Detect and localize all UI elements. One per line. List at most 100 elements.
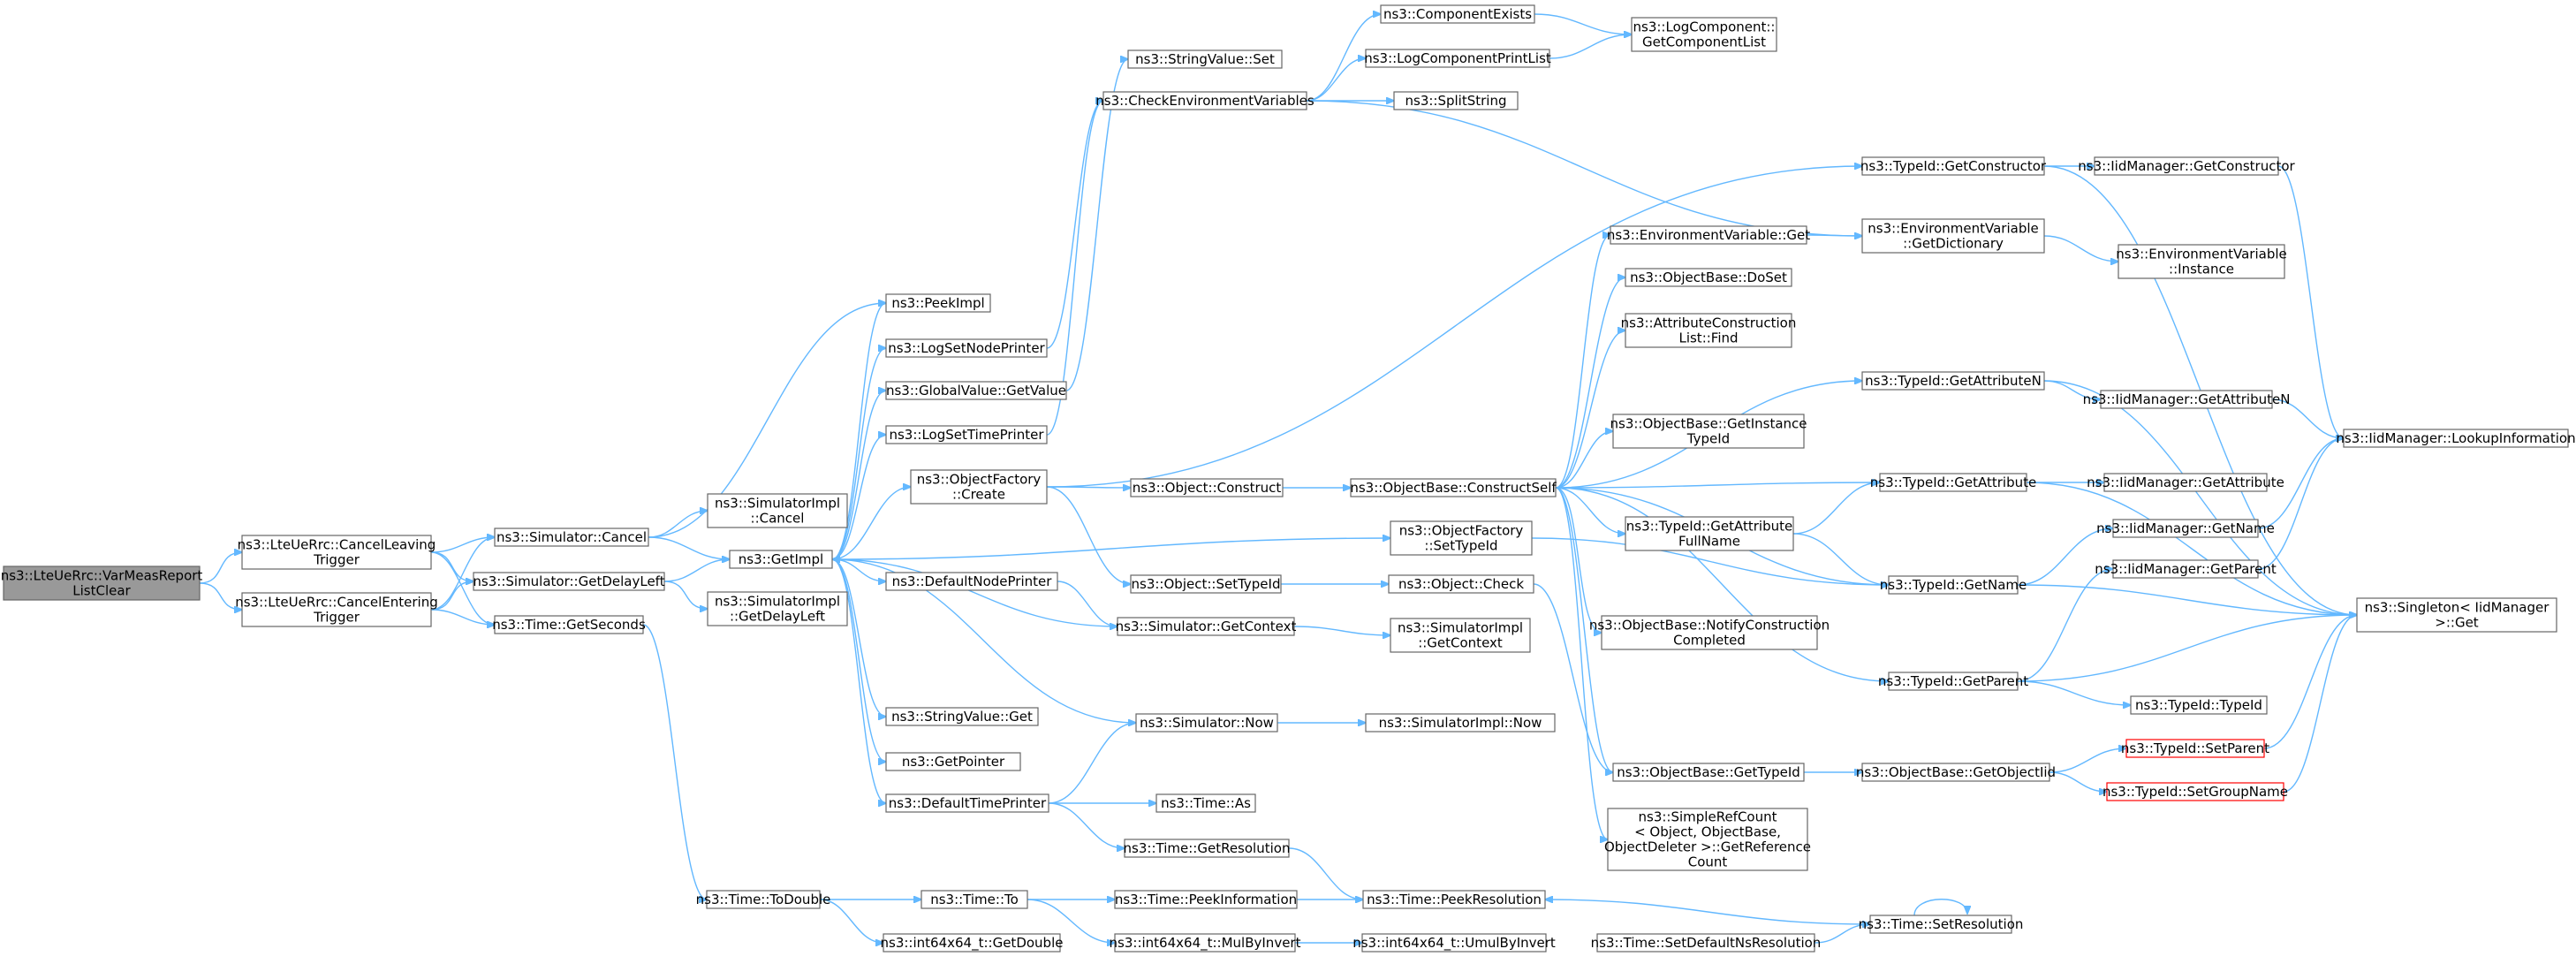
node-label: ns3::Time::GetResolution <box>1124 840 1291 856</box>
node-env-var-instance[interactable]: ns3::EnvironmentVariable::Instance <box>2116 244 2287 279</box>
node-env-var-get-dictionary[interactable]: ns3::EnvironmentVariable::GetDictionary <box>1861 218 2045 254</box>
node-object-base-get-object-iid[interactable]: ns3::ObjectBase::GetObjectIid <box>1856 763 2056 782</box>
node-box <box>2106 782 2284 801</box>
node-iid-get-attribute[interactable]: ns3::IidManager::GetAttribute <box>2087 473 2284 492</box>
node-label: ns3::IidManager::GetAttribute <box>2087 474 2284 490</box>
node-object-construct[interactable]: ns3::Object::Construct <box>1130 478 1284 497</box>
node-type-id-type-id[interactable]: ns3::TypeId::TypeId <box>2130 695 2268 715</box>
node-get-impl[interactable]: ns3::GetImpl <box>729 550 833 569</box>
node-sim-impl-get-context[interactable]: ns3::SimulatorImpl::GetContext <box>1390 618 1531 653</box>
node-iid-lookup-information[interactable]: ns3::IidManager::LookupInformation <box>2336 429 2576 448</box>
edge-time-set-resolution-to-time-set-resolution <box>1913 899 1967 916</box>
edge-sim-cancel-to-peek-impl <box>648 303 886 538</box>
node-box <box>1114 890 1298 909</box>
node-split-string[interactable]: ns3::SplitString <box>1393 91 1519 110</box>
node-time-to-double[interactable]: ns3::Time::ToDouble <box>696 890 831 909</box>
node-log-set-node-printer[interactable]: ns3::LogSetNodePrinter <box>885 338 1048 358</box>
node-time-as[interactable]: ns3::Time::As <box>1155 793 1256 813</box>
node-int64-get-double[interactable]: ns3::int64x64_t::GetDouble <box>881 933 1064 953</box>
edge-object-base-construct-self-to-simple-ref-count <box>1555 487 1608 839</box>
node-sim-impl-get-delay-left[interactable]: ns3::SimulatorImpl::GetDelayLeft <box>707 591 848 626</box>
node-time-set-default-ns-resolution[interactable]: ns3::Time::SetDefaultNsResolution <box>1591 933 1822 953</box>
node-time-get-resolution[interactable]: ns3::Time::GetResolution <box>1124 839 1291 858</box>
node-object-base-get-type-id[interactable]: ns3::ObjectBase::GetTypeId <box>1612 763 1805 782</box>
node-iid-get-parent[interactable]: ns3::IidManager::GetParent <box>2095 559 2277 579</box>
node-box <box>885 293 991 313</box>
node-type-id-get-name[interactable]: ns3::TypeId::GetName <box>1880 575 2027 595</box>
node-type-id-get-parent[interactable]: ns3::TypeId::GetParent <box>1878 672 2028 691</box>
node-object-check[interactable]: ns3::Object::Check <box>1388 574 1534 594</box>
node-label: ns3::int64x64_t::GetDouble <box>881 935 1064 952</box>
node-label: < Object, ObjectBase, <box>1634 824 1781 840</box>
node-default-node-printer[interactable]: ns3::DefaultNodePrinter <box>885 572 1058 591</box>
node-object-factory-create[interactable]: ns3::ObjectFactory::Create <box>910 469 1048 505</box>
node-sim-get-context[interactable]: ns3::Simulator::GetContext <box>1116 617 1297 636</box>
node-label: ns3::Time::PeekInformation <box>1115 892 1297 907</box>
node-string-value-set[interactable]: ns3::StringValue::Set <box>1127 49 1283 69</box>
node-sim-impl-cancel[interactable]: ns3::SimulatorImpl::Cancel <box>707 493 848 528</box>
node-global-value-get-value[interactable]: ns3::GlobalValue::GetValue <box>885 381 1067 400</box>
node-label: ns3::ObjectBase::GetTypeId <box>1617 764 1800 780</box>
node-box <box>885 381 1067 400</box>
node-box <box>2118 244 2285 279</box>
node-get-pointer[interactable]: ns3::GetPointer <box>885 752 1021 771</box>
node-default-time-printer[interactable]: ns3::DefaultTimePrinter <box>885 793 1049 813</box>
node-type-id-get-constructor[interactable]: ns3::TypeId::GetConstructor <box>1860 156 2047 176</box>
node-box <box>885 793 1049 813</box>
node-int64-umul-by-invert[interactable]: ns3::int64x64_t::UmulByInvert <box>1352 933 1556 953</box>
node-time-to[interactable]: ns3::Time::To <box>921 890 1028 909</box>
node-check-env[interactable]: ns3::CheckEnvironmentVariables <box>1095 91 1315 110</box>
node-box <box>1610 225 1807 245</box>
node-sim-now[interactable]: ns3::Simulator::Now <box>1135 713 1278 732</box>
edge-env-var-get-dictionary-to-env-var-instance <box>2043 235 2118 262</box>
node-iid-get-attribute-n[interactable]: ns3::IidManager::GetAttributeN <box>2083 390 2291 409</box>
node-label: ns3::DefaultTimePrinter <box>889 795 1047 811</box>
node-log-component-get-list[interactable]: ns3::LogComponent::GetComponentList <box>1631 17 1777 52</box>
edge-object-base-construct-self-to-env-var-get <box>1555 235 1610 489</box>
node-box <box>1388 574 1534 594</box>
node-label: ns3::TypeId::GetAttribute <box>1626 519 1792 535</box>
node-log-component-print-list[interactable]: ns3::LogComponentPrintList <box>1364 49 1551 68</box>
node-box <box>1362 890 1546 909</box>
node-object-base-construct-self[interactable]: ns3::ObjectBase::ConstructSelf <box>1350 478 1557 497</box>
node-peek-impl[interactable]: ns3::PeekImpl <box>885 293 991 313</box>
node-sim-cancel[interactable]: ns3::Simulator::Cancel <box>494 528 649 547</box>
node-time-get-seconds[interactable]: ns3::Time::GetSeconds <box>492 615 646 634</box>
node-type-id-set-group-name[interactable]: ns3::TypeId::SetGroupName <box>2102 782 2288 801</box>
node-label: ns3::Simulator::Cancel <box>496 529 647 545</box>
node-component-exists[interactable]: ns3::ComponentExists <box>1380 4 1535 24</box>
node-time-peek-resolution[interactable]: ns3::Time::PeekResolution <box>1362 890 1546 909</box>
node-string-value-get[interactable]: ns3::StringValue::Get <box>885 707 1039 726</box>
node-object-base-do-set[interactable]: ns3::ObjectBase::DoSet <box>1625 268 1792 287</box>
node-simple-ref-count[interactable]: ns3::SimpleRefCount< Object, ObjectBase,… <box>1604 808 1811 871</box>
node-sim-impl-now[interactable]: ns3::SimulatorImpl::Now <box>1365 713 1556 732</box>
node-object-base-notify-construction-completed[interactable]: ns3::ObjectBase::NotifyConstructionCompl… <box>1589 615 1830 650</box>
node-singleton-get[interactable]: ns3::Singleton< IidManager>::Get <box>2356 597 2557 633</box>
node-box <box>2112 559 2259 579</box>
node-label: ns3::DefaultNodePrinter <box>892 573 1053 589</box>
node-iid-get-constructor[interactable]: ns3::IidManager::GetConstructor <box>2078 156 2296 176</box>
node-box <box>921 890 1028 909</box>
node-object-factory-set-type-id[interactable]: ns3::ObjectFactory::SetTypeId <box>1390 520 1533 556</box>
node-time-peek-information[interactable]: ns3::Time::PeekInformation <box>1114 890 1298 909</box>
node-object-set-type-id[interactable]: ns3::Object::SetTypeId <box>1130 574 1282 594</box>
node-time-set-resolution[interactable]: ns3::Time::SetResolution <box>1859 915 2024 934</box>
node-int64-mul-by-invert[interactable]: ns3::int64x64_t::MulByInvert <box>1110 933 1301 953</box>
node-sim-get-delay-left[interactable]: ns3::Simulator::GetDelayLeft <box>473 572 665 591</box>
edge-sim-cancel-to-sim-impl-cancel <box>648 511 708 538</box>
node-type-id-set-parent[interactable]: ns3::TypeId::SetParent <box>2121 739 2269 758</box>
edge-object-base-construct-self-to-type-id-get-parent <box>1555 487 1889 681</box>
node-env-var-get[interactable]: ns3::EnvironmentVariable::Get <box>1607 225 1810 245</box>
node-box <box>1869 915 2012 934</box>
node-label: ns3::ObjectBase::GetInstance <box>1610 416 1807 432</box>
node-iid-get-name[interactable]: ns3::IidManager::GetName <box>2096 519 2275 538</box>
node-type-id-get-attribute[interactable]: ns3::TypeId::GetAttribute <box>1870 473 2036 492</box>
node-type-id-get-attribute-n[interactable]: ns3::TypeId::GetAttributeN <box>1861 371 2045 391</box>
node-log-set-time-printer[interactable]: ns3::LogSetTimePrinter <box>885 425 1048 444</box>
